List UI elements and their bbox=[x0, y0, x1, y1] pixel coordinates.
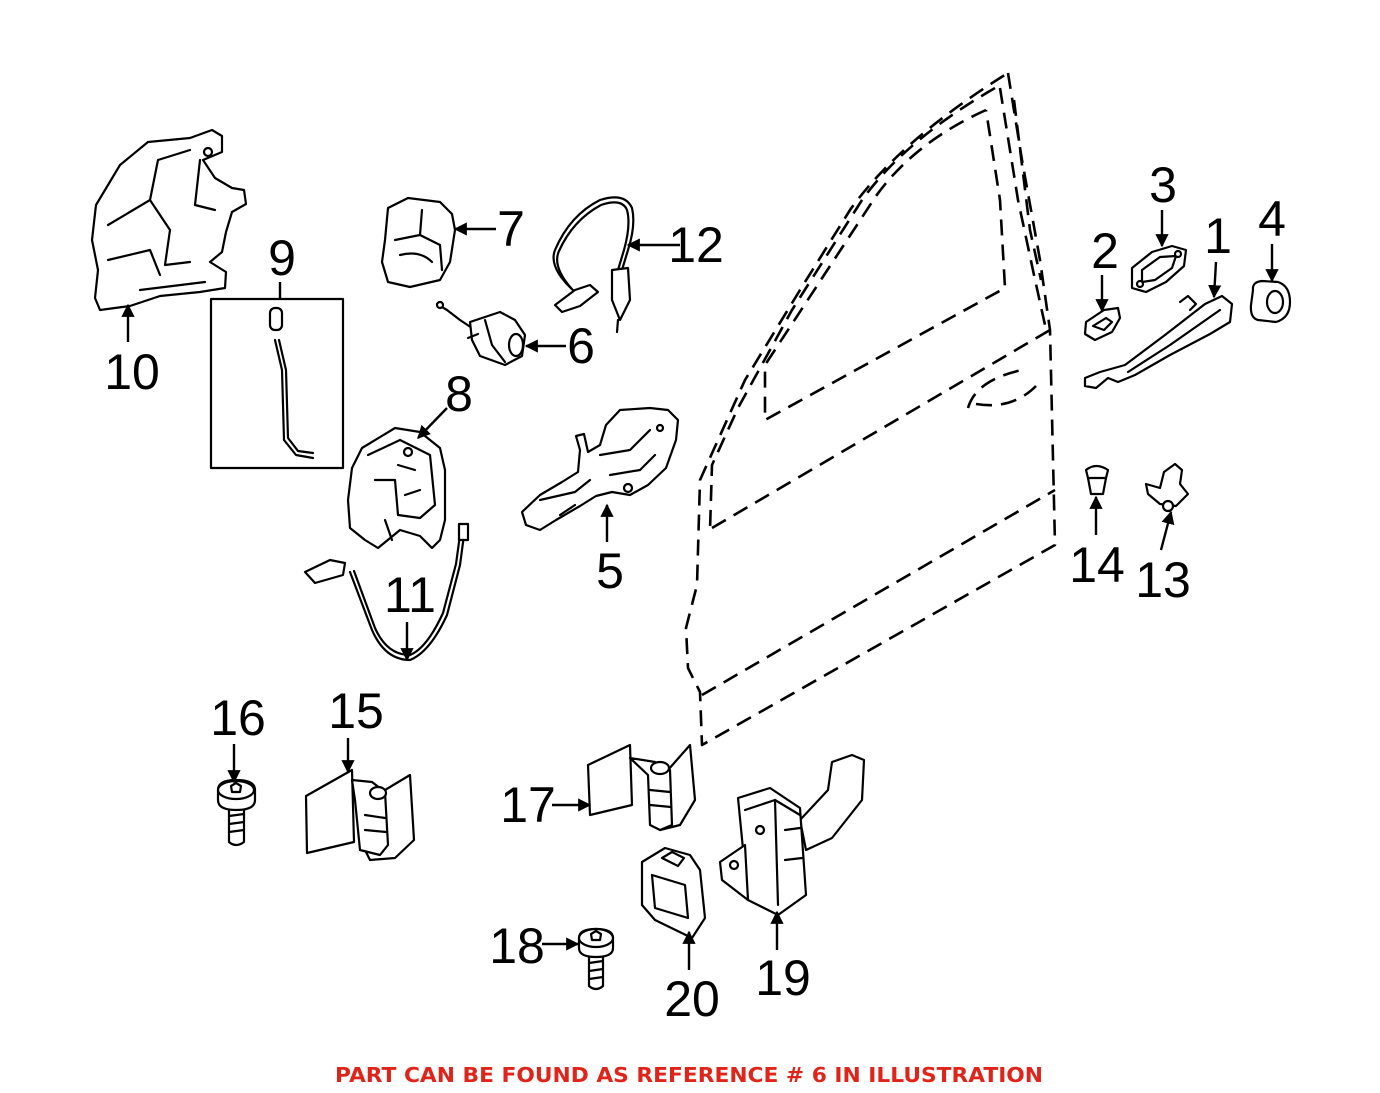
part-10-drawing bbox=[90, 128, 248, 312]
part-4-drawing bbox=[1249, 279, 1292, 324]
part-6-drawing bbox=[435, 300, 527, 367]
arrow-1 bbox=[1208, 261, 1222, 299]
callout-5: 5 bbox=[596, 543, 624, 599]
callout-19: 19 bbox=[755, 950, 811, 1006]
part-3-drawing bbox=[1130, 244, 1188, 294]
caption: PART CAN BE FOUND AS REFERENCE # 6 IN IL… bbox=[335, 1063, 1043, 1087]
callout-17: 17 bbox=[500, 777, 556, 833]
callout-13: 13 bbox=[1135, 552, 1191, 608]
callout-11: 11 bbox=[384, 567, 436, 623]
part-5-drawing bbox=[520, 406, 680, 532]
part-14-drawing bbox=[1084, 464, 1110, 496]
callout-6: 6 bbox=[567, 318, 595, 374]
part-15-drawing bbox=[304, 768, 416, 862]
part-1-drawing bbox=[1083, 294, 1234, 390]
callout-3: 3 bbox=[1149, 157, 1177, 213]
part-12-drawing bbox=[552, 196, 635, 334]
part-19-drawing bbox=[718, 753, 866, 917]
part-17-drawing bbox=[586, 743, 697, 832]
callout-10: 10 bbox=[104, 344, 160, 400]
arrow-13 bbox=[1159, 510, 1175, 551]
part-7-drawing bbox=[380, 196, 457, 289]
part-8-drawing bbox=[346, 426, 447, 550]
callout-14: 14 bbox=[1069, 537, 1125, 593]
callout-8: 8 bbox=[445, 366, 473, 422]
callout-18: 18 bbox=[489, 918, 545, 974]
leader-arrows bbox=[121, 210, 1279, 970]
callout-12: 12 bbox=[668, 217, 724, 273]
part-20-drawing bbox=[640, 846, 707, 940]
callout-7: 7 bbox=[497, 201, 525, 257]
part-18-drawing bbox=[577, 927, 615, 991]
door-outline bbox=[684, 71, 1057, 747]
arrow-8 bbox=[417, 407, 448, 439]
callout-16: 16 bbox=[210, 690, 266, 746]
callout-4: 4 bbox=[1258, 191, 1286, 247]
callout-15: 15 bbox=[328, 683, 384, 739]
part-2-drawing bbox=[1083, 306, 1122, 342]
part-13-drawing bbox=[1144, 462, 1190, 513]
callout-2: 2 bbox=[1091, 223, 1119, 279]
part-9-drawing bbox=[209, 297, 345, 470]
callout-9: 9 bbox=[268, 230, 296, 286]
callout-20: 20 bbox=[664, 971, 720, 1027]
callout-1: 1 bbox=[1204, 208, 1232, 264]
part-16-drawing bbox=[216, 778, 257, 847]
callout-labels: 1 2 3 4 5 6 7 8 9 10 11 12 13 14 15 16 1… bbox=[104, 157, 1286, 1027]
